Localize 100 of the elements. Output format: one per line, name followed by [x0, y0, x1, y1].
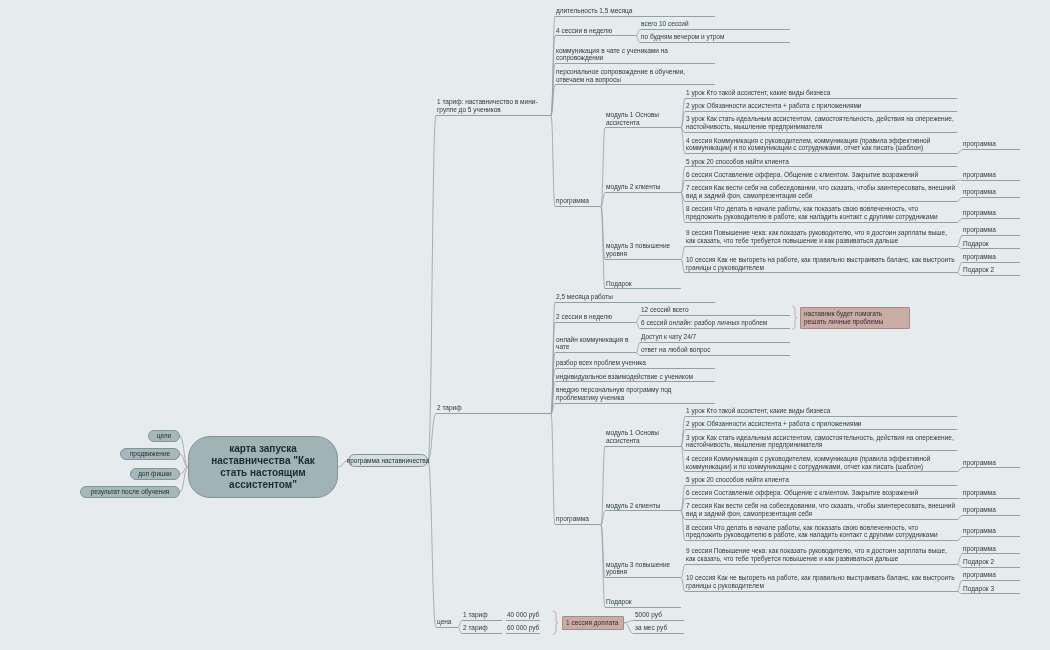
topic-underline — [462, 611, 502, 621]
topic-underline — [634, 624, 684, 635]
topic-underline — [685, 136, 957, 155]
branch-line — [179, 466, 189, 493]
branch-line — [680, 245, 686, 261]
branch-line — [680, 445, 686, 473]
branch-line — [680, 510, 686, 520]
branch-line — [457, 620, 463, 628]
topic-underline — [555, 197, 601, 207]
branch-line — [600, 127, 606, 207]
topic-underline — [962, 506, 1020, 517]
topic-underline — [962, 458, 1020, 469]
topic-underline — [555, 312, 636, 323]
topic-underline — [685, 229, 957, 247]
branch-line — [956, 553, 963, 565]
topic-underline — [685, 523, 957, 542]
topic-underline — [640, 332, 790, 343]
branch-line — [680, 429, 686, 447]
topic-underline — [962, 527, 1020, 538]
topic-underline — [640, 33, 790, 44]
branch-line — [635, 35, 641, 44]
topic-underline — [640, 306, 790, 316]
topic-underline — [685, 475, 957, 486]
topic-underline — [605, 501, 681, 512]
branch-line — [427, 413, 437, 461]
branch-line — [179, 435, 189, 468]
branch-line — [623, 622, 635, 635]
branch-line — [635, 315, 641, 323]
branch-line — [956, 272, 963, 277]
topic-underline — [685, 157, 957, 168]
topic-underline — [685, 170, 957, 181]
branch-line — [635, 29, 641, 37]
branch-line — [956, 580, 963, 592]
topic-underline — [605, 183, 681, 194]
topic-underline — [555, 292, 715, 303]
branch-line — [680, 577, 686, 592]
topic-underline — [555, 67, 715, 86]
topic-underline — [436, 617, 458, 628]
branch-line — [956, 245, 963, 250]
branch-line — [600, 445, 606, 526]
branch-line — [427, 460, 437, 628]
branch-line — [680, 259, 686, 274]
branch-line — [179, 453, 189, 468]
branch-line — [680, 510, 686, 542]
topic-underline — [555, 46, 715, 65]
topic-underline — [962, 584, 1020, 595]
branch-line — [457, 626, 463, 635]
topic-underline — [605, 279, 681, 290]
topic-underline — [962, 557, 1020, 568]
topic-underline — [555, 335, 636, 354]
topic-underline — [962, 253, 1020, 263]
branch-line — [680, 179, 686, 194]
topic-underline — [962, 170, 1020, 181]
topic-underline — [962, 140, 1020, 151]
branch-line — [680, 166, 686, 194]
topic-underline — [962, 571, 1020, 581]
topic-underline — [605, 428, 681, 447]
branch-line — [680, 564, 686, 579]
topic-underline — [555, 515, 601, 526]
branch-line — [680, 111, 686, 129]
branch-line — [956, 536, 963, 542]
topic-underline — [436, 404, 551, 414]
branch-line — [680, 498, 686, 512]
branch-line — [635, 352, 641, 356]
topic-underline — [555, 372, 715, 383]
topic-underline — [462, 624, 502, 635]
branch-line — [680, 127, 686, 133]
topic-underline — [436, 98, 551, 116]
topic-underline — [605, 110, 681, 129]
branch-line — [337, 460, 349, 468]
topic-underline — [962, 226, 1020, 237]
branch-line — [550, 381, 556, 414]
branch-line — [623, 620, 635, 624]
branch-line — [956, 179, 963, 181]
topic-underline — [605, 242, 681, 261]
branch-line — [680, 127, 686, 155]
topic-underline — [685, 454, 957, 473]
branch-line — [179, 466, 189, 475]
branch-line — [956, 149, 963, 155]
topic-underline — [685, 420, 957, 431]
topic-underline — [962, 209, 1020, 219]
branch-line — [956, 262, 963, 274]
topic-underline — [962, 188, 1020, 198]
branch-line — [956, 197, 963, 202]
branch-line — [680, 192, 686, 202]
branch-line — [600, 524, 606, 608]
topic-underline — [685, 205, 957, 223]
branch-line — [956, 515, 963, 520]
branch-line — [550, 402, 556, 414]
branch-line — [956, 467, 963, 473]
topic-underline — [555, 359, 715, 370]
topic-underline — [685, 88, 957, 99]
branch-line — [550, 413, 556, 526]
branch-line — [680, 192, 686, 223]
branch-line — [680, 484, 686, 512]
topic-underline — [685, 102, 957, 112]
topic-underline — [640, 346, 790, 356]
branch-line — [680, 97, 686, 129]
topic-underline — [962, 544, 1020, 555]
topic-underline — [962, 266, 1020, 277]
